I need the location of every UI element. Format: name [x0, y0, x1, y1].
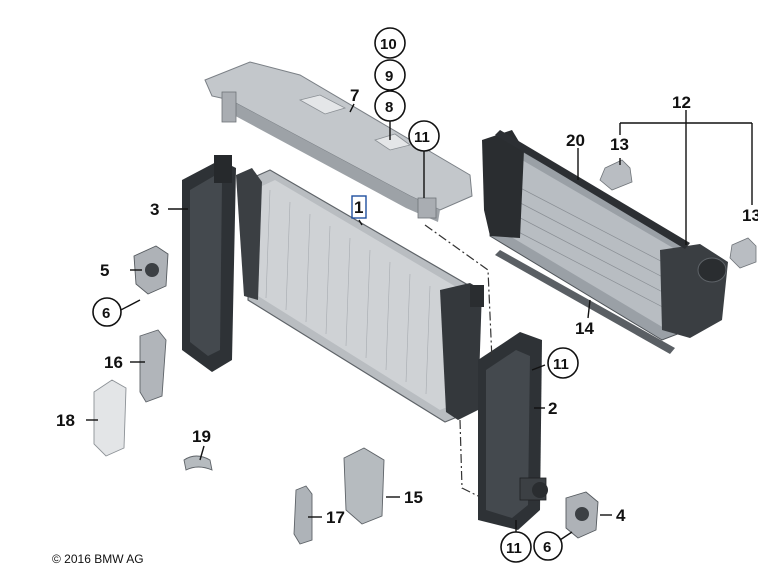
callout-14: 14 — [575, 319, 594, 338]
part-13-bracket-left — [599, 159, 633, 191]
callout-17: 17 — [326, 508, 345, 527]
callout-11-bottom: 11 — [506, 540, 522, 557]
callout-6-right: 6 — [543, 539, 551, 556]
callout-8: 8 — [385, 99, 393, 116]
callout-6-left-circle — [92, 297, 122, 327]
part-4-rubber-mount — [565, 491, 599, 539]
part-7-upper-carrier — [204, 61, 473, 222]
part-13-bracket-right — [729, 237, 757, 269]
part-15-bracket — [343, 447, 385, 525]
assembly-lines — [424, 224, 493, 497]
callout-20: 20 — [566, 131, 585, 150]
callout-3: 3 — [150, 200, 159, 219]
callout-18: 18 — [56, 411, 75, 430]
callout-12: 12 — [672, 93, 691, 112]
part-20-seal-rod — [495, 130, 690, 249]
callout-13-right: 13 — [742, 206, 758, 225]
callout-1: 1 — [354, 198, 363, 217]
callout-8-circle — [374, 90, 406, 122]
part-12-intercooler — [482, 130, 728, 341]
part-18-cover — [93, 379, 127, 457]
part-2-right-air-duct — [478, 332, 548, 530]
callout-4: 4 — [616, 506, 626, 525]
copyright-notice: © 2016 BMW AG — [52, 552, 144, 566]
callout-1-highlight — [351, 195, 367, 219]
part-14-seal-strip — [495, 250, 675, 354]
callout-6-left: 6 — [102, 305, 110, 322]
part-5-rubber-mount — [133, 245, 169, 295]
callout-16: 16 — [104, 353, 123, 372]
part-19-clip — [183, 455, 213, 471]
callout-11-top: 11 — [414, 129, 430, 146]
callout-11-right-circle — [547, 347, 579, 379]
callout-10-circle — [374, 27, 406, 59]
leader-lines — [86, 103, 753, 541]
callout-9-circle — [374, 59, 406, 91]
callout-15: 15 — [404, 488, 423, 507]
part-17-bracket — [293, 485, 313, 545]
callout-9: 9 — [385, 68, 393, 85]
part-3-left-air-duct — [182, 155, 236, 372]
callout-11-top-circle — [408, 120, 440, 152]
part-16-bracket — [139, 329, 167, 403]
part-1-radiator — [236, 168, 484, 423]
callout-7: 7 — [350, 86, 359, 105]
callout-2: 2 — [548, 399, 557, 418]
callout-6-right-circle — [533, 531, 563, 561]
callout-11-right: 11 — [553, 356, 569, 373]
callout-10: 10 — [380, 36, 397, 53]
callout-19: 19 — [192, 427, 211, 446]
callout-11-bottom-circle — [500, 531, 532, 563]
callout-5: 5 — [100, 261, 109, 280]
callout-13-left: 13 — [610, 135, 629, 154]
